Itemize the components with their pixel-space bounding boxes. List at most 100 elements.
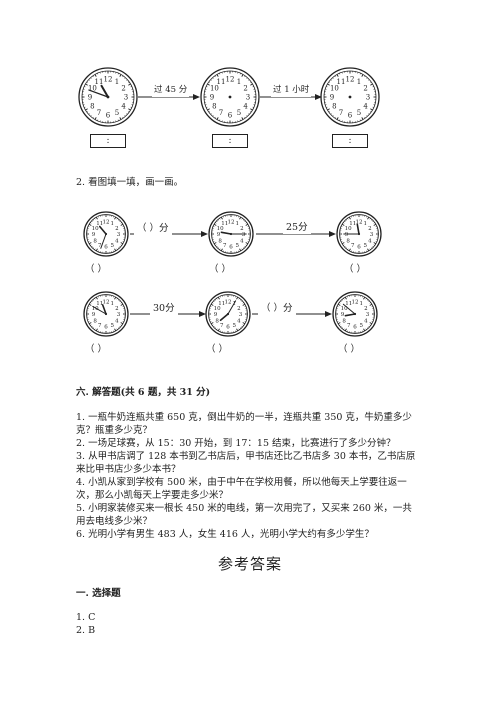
clock-number: 9: [217, 232, 221, 238]
clock-number: 12: [103, 220, 110, 226]
clock-number: 8: [93, 318, 97, 324]
answers-section-header: 一. 选择题: [76, 588, 121, 599]
clock-number: 10: [92, 306, 99, 312]
clock-number: 2: [115, 226, 119, 232]
row2-paren-2[interactable]: （ ）: [209, 264, 232, 275]
clock-number: 1: [236, 221, 240, 227]
clock-number: 4: [121, 103, 126, 111]
question-line: 4. 小凯从家到学校有 500 米，由于中午在学校用餐，所以他每天上学要往返一: [76, 477, 407, 488]
clock-number: 7: [223, 243, 227, 249]
section6-header: 六. 解答题(共 6 题，共 31 分): [76, 387, 211, 398]
question-line: 1. 一瓶牛奶连瓶共重 650 克，倒出牛奶的一半，连瓶共重 350 克，牛奶重…: [76, 412, 412, 423]
answer-box-2[interactable]: :: [212, 134, 248, 148]
clock-number: 12: [103, 300, 110, 306]
clock-number: 7: [98, 243, 102, 249]
row2-paren-1[interactable]: （ ）: [85, 264, 108, 275]
clock-number: 4: [115, 238, 119, 244]
clock-number: 8: [212, 103, 216, 111]
row1-arrow-2: [260, 94, 322, 100]
clock-number: 12: [104, 76, 113, 84]
answer-item: 2. B: [76, 625, 96, 636]
clock-number: 10: [345, 226, 352, 232]
clock-number: 9: [345, 232, 349, 238]
clock-number: 7: [98, 323, 102, 329]
question-line: 来比甲书店少多少本书？: [76, 464, 181, 475]
row3-paren-1[interactable]: （ ）: [85, 344, 108, 355]
clock-number: 1: [115, 78, 119, 86]
clock-number: 3: [239, 312, 243, 318]
clock-number: 2: [243, 85, 247, 93]
clock-number: 4: [364, 318, 368, 324]
row1-arrow-2-label: 过 1 小时: [271, 84, 312, 97]
clock-number: 1: [357, 78, 361, 86]
clock-number: 9: [214, 312, 218, 318]
clock-number: 11: [217, 78, 226, 86]
row2-paren-3[interactable]: （ ）: [344, 264, 367, 275]
clock-number: 5: [237, 109, 241, 117]
clock-number: 11: [221, 221, 228, 227]
clock-number: 5: [111, 243, 115, 249]
clock-number: 7: [351, 243, 355, 249]
clock-number: 5: [364, 243, 368, 249]
clock-number: 6: [106, 112, 111, 120]
question-line: 用去电线多少米？: [76, 516, 153, 527]
clock-number: 5: [233, 323, 237, 329]
q2-title: 2. 看图填一填，画一画。: [76, 177, 184, 188]
clock-number: 2: [240, 226, 244, 232]
clock-number: 1: [233, 301, 237, 307]
clock-number: 9: [92, 232, 96, 238]
answer-box-1[interactable]: :: [90, 134, 126, 148]
clock-number: 8: [90, 103, 94, 111]
answers-list: 1. C 2. B: [76, 611, 95, 637]
answer-box-3[interactable]: :: [332, 134, 368, 148]
clock-number: 8: [332, 103, 336, 111]
row2-arrow-2: [256, 231, 336, 237]
clock-number: 3: [242, 232, 246, 238]
clock-number: 9: [88, 94, 92, 102]
clock-number: 10: [214, 306, 221, 312]
clock-number: 11: [349, 221, 356, 227]
clock-number: 6: [353, 325, 357, 331]
clock-number: 7: [219, 109, 223, 117]
clock-number: 5: [111, 323, 115, 329]
clock-number: 10: [210, 85, 219, 93]
clock-number: 10: [92, 226, 99, 232]
clock-number: 1: [360, 301, 364, 307]
clock-number: 7: [339, 109, 343, 117]
row2-arrow-2-label: 25分: [283, 221, 311, 234]
row3-paren-3[interactable]: （ ）: [338, 344, 361, 355]
clock-number: 4: [368, 238, 372, 244]
row3-paren-2[interactable]: （ ）: [206, 344, 229, 355]
clock-number: 3: [370, 232, 374, 238]
row1-arrow-1: [138, 94, 200, 100]
clock-number: 5: [115, 109, 119, 117]
clock-number: 8: [218, 238, 222, 244]
clock-number: 5: [236, 243, 240, 249]
clock-number: 2: [368, 226, 372, 232]
row3-blank-minutes[interactable]: （ ）分: [258, 302, 296, 315]
clock-number: 11: [96, 221, 103, 227]
clock-number: 11: [218, 301, 225, 307]
question-line: 5. 小明家装修买来一根长 450 米的电线，第一次用完了，又买来 260 米，…: [76, 503, 412, 514]
clock-number: 1: [111, 301, 115, 307]
answer-item: 1. C: [76, 612, 96, 623]
clock-number: 3: [246, 94, 250, 102]
clock-number: 11: [96, 301, 103, 307]
clock-number: 5: [357, 109, 361, 117]
clock-number: 6: [348, 112, 353, 120]
clock-number: 3: [366, 94, 370, 102]
row2-blank-minutes[interactable]: （ ）分: [134, 222, 172, 235]
clock-number: 9: [210, 94, 214, 102]
clock-number: 8: [215, 318, 219, 324]
clock-number: 3: [117, 232, 121, 238]
clock-number: 6: [357, 245, 361, 251]
answers-title: 参考答案: [217, 555, 282, 573]
clock-number: 4: [237, 318, 241, 324]
